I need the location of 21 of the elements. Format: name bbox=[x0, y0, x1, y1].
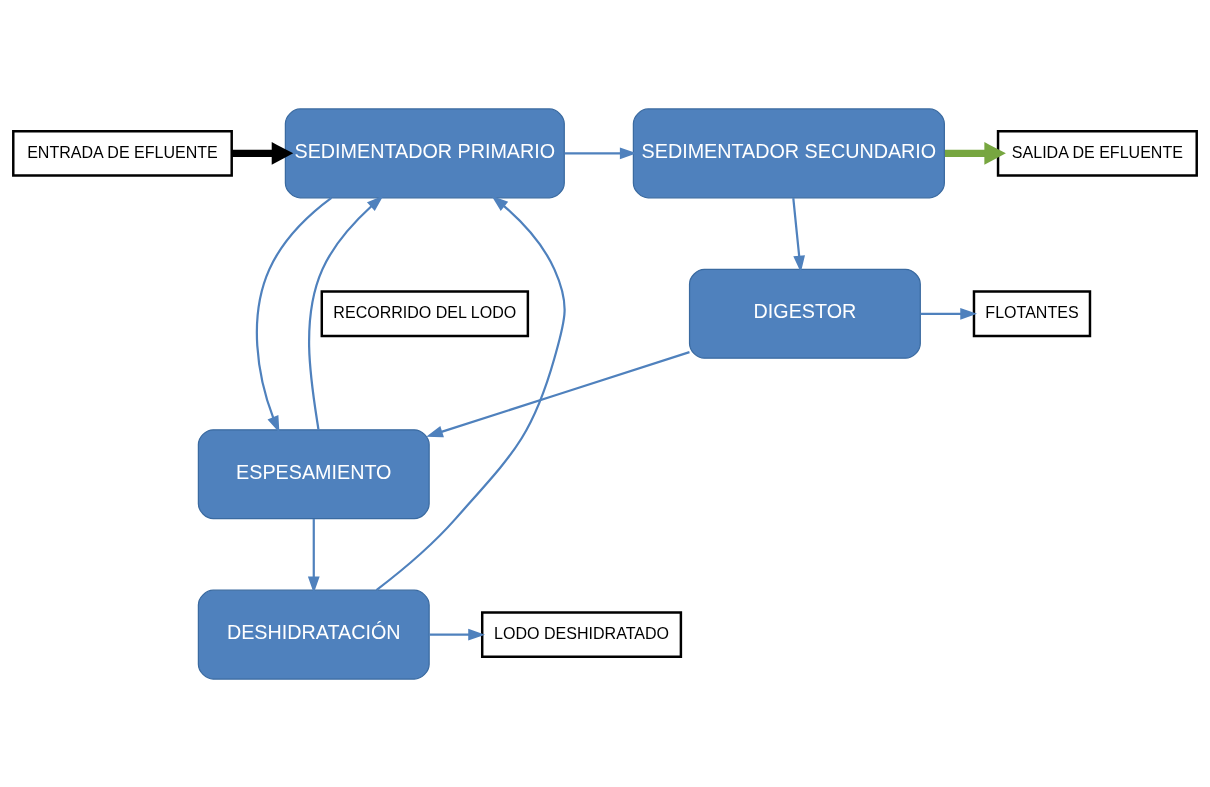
node-box: SALIDA DE EFLUENTE bbox=[996, 129, 1198, 177]
arrow bbox=[920, 307, 978, 320]
arrow bbox=[564, 146, 637, 159]
arrow bbox=[429, 628, 486, 641]
node-box: FLOTANTES bbox=[972, 289, 1092, 337]
node-box: DIGESTOR bbox=[688, 268, 921, 359]
node-box: ESPESAMIENTO bbox=[197, 428, 430, 519]
arrow bbox=[231, 141, 294, 165]
node-box: SEDIMENTADOR PRIMARIO bbox=[284, 107, 565, 198]
node-box: ENTRADA DE EFLUENTE bbox=[12, 129, 233, 177]
arrow bbox=[255, 196, 333, 433]
arrow bbox=[307, 518, 320, 593]
node-box: SEDIMENTADOR SECUNDARIO bbox=[632, 107, 945, 198]
node-box: DESHIDRATACIÓN bbox=[197, 589, 430, 680]
arrow bbox=[792, 197, 805, 272]
arrow bbox=[426, 350, 690, 437]
arrow bbox=[944, 141, 1006, 165]
node-box: RECORRIDO DEL LODO bbox=[320, 289, 530, 337]
node-box: LODO DESHIDRATADO bbox=[480, 610, 683, 658]
arrow bbox=[308, 195, 384, 430]
arrow bbox=[375, 195, 566, 591]
